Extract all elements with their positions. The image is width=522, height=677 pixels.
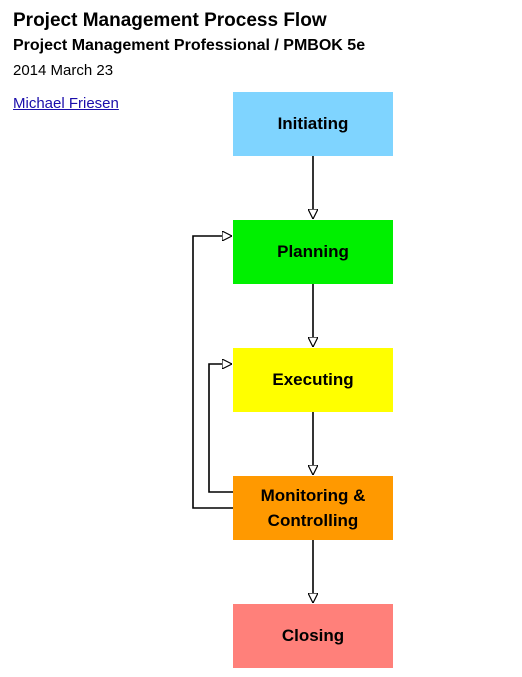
- feedback-arrow-monitoring-to-executing: [208, 364, 233, 493]
- page-subtitle: Project Management Professional / PMBOK …: [13, 37, 366, 54]
- node-planning-label: Planning: [277, 242, 349, 262]
- page-title: Project Management Process Flow: [13, 10, 327, 31]
- node-closing: Closing: [233, 604, 393, 668]
- node-monitoring-controlling: Monitoring & Controlling: [233, 476, 393, 540]
- node-initiating: Initiating: [233, 92, 393, 156]
- node-closing-label: Closing: [281, 626, 345, 646]
- author-link[interactable]: Michael Friesen: [13, 95, 119, 112]
- node-planning: Planning: [233, 220, 393, 284]
- date-label: 2014 March 23: [13, 62, 114, 79]
- node-executing: Executing: [233, 348, 393, 412]
- node-monitoring-label: Monitoring & Controlling: [260, 485, 366, 531]
- node-initiating-label: Initiating: [277, 114, 349, 134]
- feedback-arrow-monitoring-to-planning: [192, 236, 233, 509]
- node-executing-label: Executing: [272, 370, 354, 390]
